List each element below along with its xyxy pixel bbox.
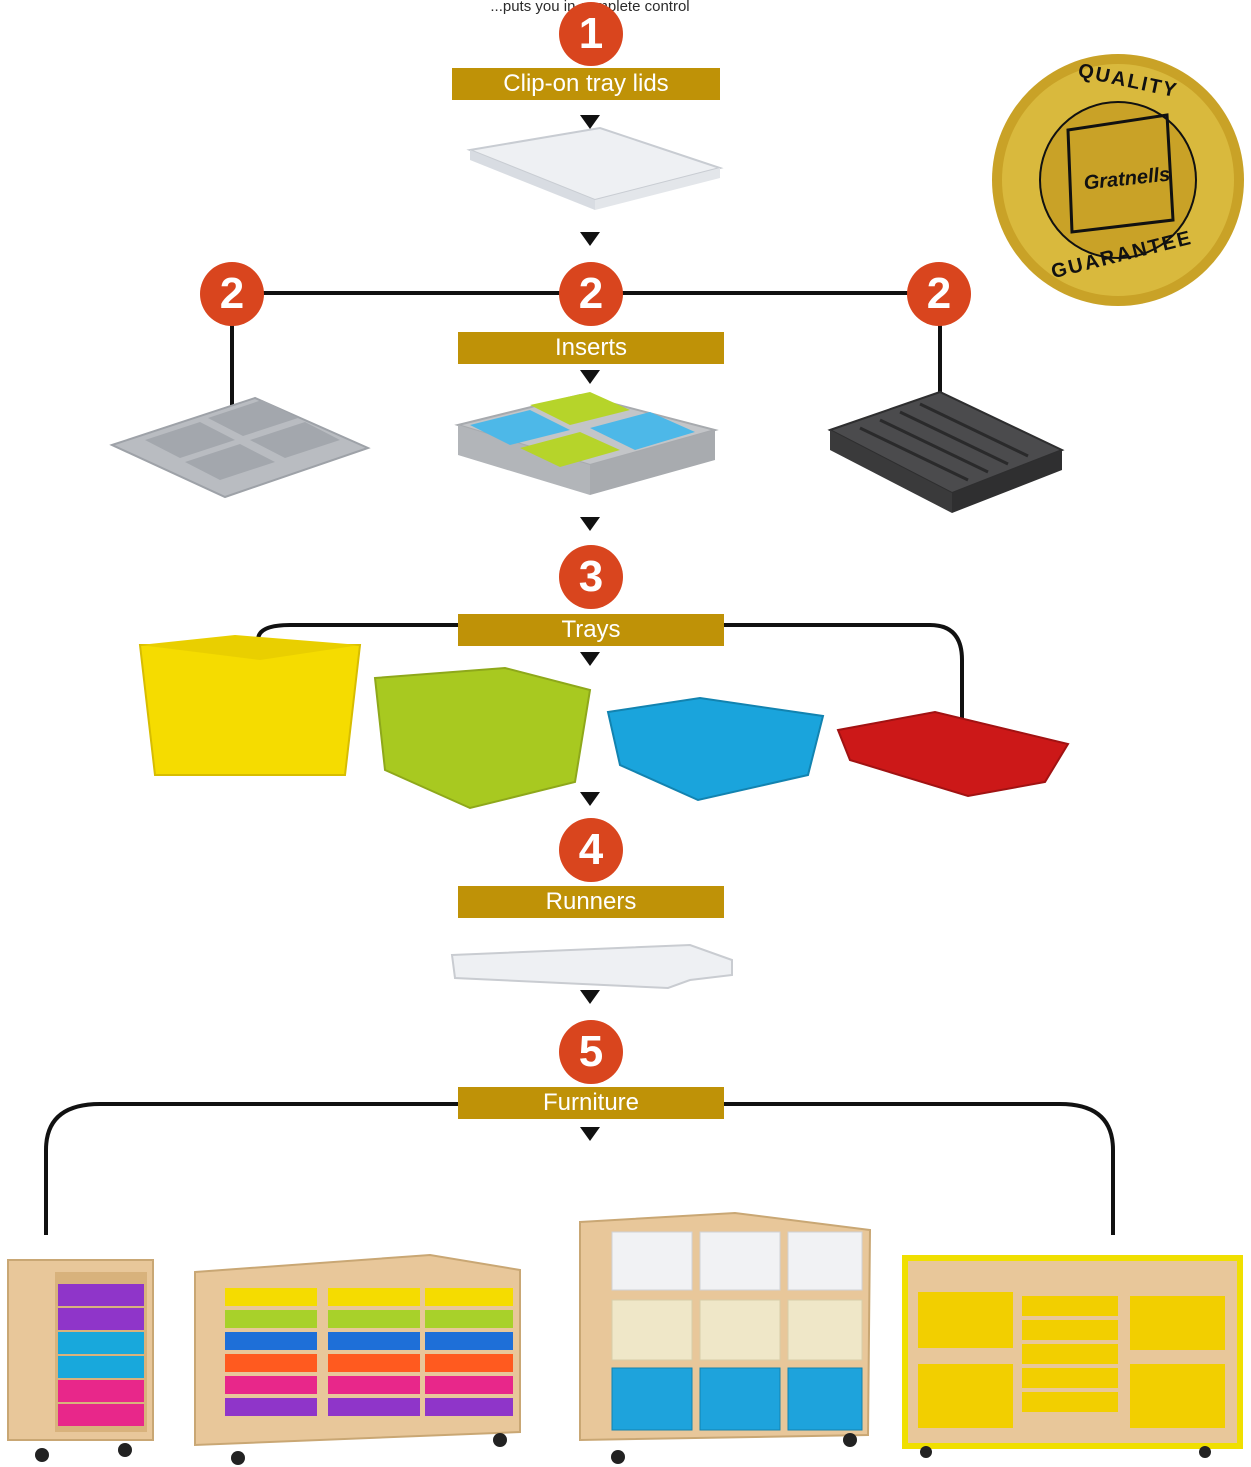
drawer-tray xyxy=(425,1332,513,1350)
drawer-tray xyxy=(328,1376,420,1394)
furniture-single-column-image xyxy=(7,1259,154,1462)
step-2-number-center: 2 xyxy=(559,262,623,326)
drawer-tray xyxy=(225,1354,317,1372)
insert-colored-image xyxy=(454,392,719,495)
tray-red-image xyxy=(836,710,1070,798)
arrow-down-icon xyxy=(580,370,600,384)
arrow-down-icon xyxy=(580,517,600,531)
drawer-tray xyxy=(328,1310,420,1328)
furniture-triple-shallow-image xyxy=(194,1253,521,1465)
drawer-tray xyxy=(225,1376,317,1394)
quality-badge xyxy=(992,54,1244,306)
tray-blue-image xyxy=(606,696,825,802)
arrow-down-icon xyxy=(580,115,600,129)
step-3-label: Trays xyxy=(458,614,724,646)
step-5-label: Furniture xyxy=(458,1087,724,1119)
arrow-down-icon xyxy=(580,792,600,806)
arrow-down-icon xyxy=(580,232,600,246)
step-4-label: Runners xyxy=(458,886,724,918)
drawer-tray xyxy=(328,1332,420,1350)
drawer-tray xyxy=(425,1288,513,1306)
drawer-tray xyxy=(425,1310,513,1328)
connector-furniture xyxy=(44,1102,1115,1235)
insert-grey-image xyxy=(109,396,371,499)
tray-green-image xyxy=(373,666,592,810)
arrow-down-icon xyxy=(580,652,600,666)
step-5-number: 5 xyxy=(559,1020,623,1084)
runner-image xyxy=(450,943,733,990)
drawer-tray xyxy=(225,1332,317,1350)
arrow-down-icon xyxy=(580,990,600,1004)
drawer-tray xyxy=(425,1354,513,1372)
drawer-tray xyxy=(328,1288,420,1306)
arrow-down-icon xyxy=(580,1127,600,1141)
step-2-number-right: 2 xyxy=(907,262,971,326)
drawer-tray xyxy=(425,1376,513,1394)
connector-trays xyxy=(256,623,964,720)
step-1-number: 1 xyxy=(559,2,623,66)
furniture-deep-grid-image xyxy=(579,1211,872,1464)
furniture-yellow-mixed-image xyxy=(902,1255,1243,1458)
step-2-label: Inserts xyxy=(458,332,724,364)
drawer-tray xyxy=(225,1288,317,1306)
step-1-label: Clip-on tray lids xyxy=(452,68,720,100)
step-2-number-left: 2 xyxy=(200,262,264,326)
drawer-tray xyxy=(225,1310,317,1328)
insert-foam-image xyxy=(827,390,1065,513)
drawer-tray xyxy=(425,1398,513,1416)
tray-lid-image xyxy=(466,126,724,210)
step-4-number: 4 xyxy=(559,818,623,882)
drawer-tray xyxy=(328,1398,420,1416)
tray-yellow-image xyxy=(138,635,362,776)
drawer-tray xyxy=(225,1398,317,1416)
drawer-tray xyxy=(328,1354,420,1372)
step-3-number: 3 xyxy=(559,545,623,609)
